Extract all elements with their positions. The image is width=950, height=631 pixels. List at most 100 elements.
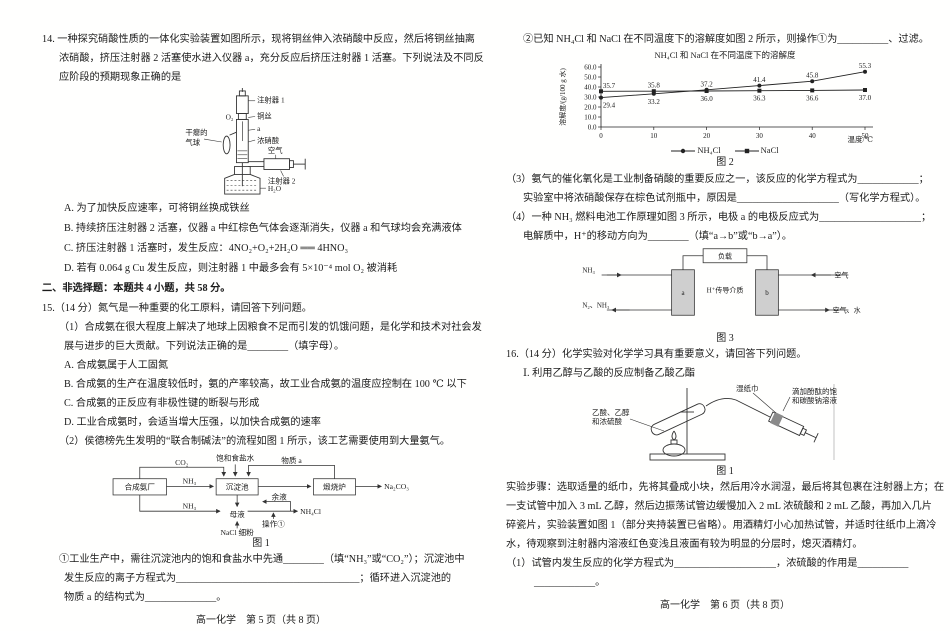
- label-balloon-1: 干瘪的: [185, 128, 207, 137]
- q14-apparatus-diagram: 注射器 1 O₂ 铜丝 a 浓硝酸 干瘪的 气球 空气 注射器 2 H₂O: [171, 88, 351, 198]
- cell-fuel-out: N₂、NH₃: [582, 301, 610, 309]
- q16-roman-1: Ⅰ. 利用乙醇与乙酸的反应制备乙酸乙酯: [523, 368, 696, 379]
- marker: [757, 88, 762, 93]
- flow-nacl-powder: NaCl 细粉: [221, 527, 255, 536]
- label-o2: O₂: [226, 112, 234, 121]
- marker: [704, 89, 709, 93]
- flow-mother-liquor: 母液: [230, 509, 246, 519]
- marker: [599, 89, 603, 94]
- marker: [863, 88, 867, 92]
- cell-electrode-b: b: [765, 289, 769, 297]
- q15-heading: 15.（14 分）氮气是一种重要的化工原料，请回答下列问题。: [42, 303, 312, 314]
- flow-brine: 饱和食盐水: [216, 453, 255, 463]
- x-tick-label: 30: [756, 132, 764, 140]
- question-15-4: （4）一种 NH₃ 燃料电池工作原理如图 3 所示，电极 a 的电极反应式为__…: [506, 208, 944, 246]
- ester-labels: 湿纸巾 滴加酚酞的饱 和碳酸钠溶液 乙酸、乙醇 和浓硫酸: [592, 384, 837, 426]
- sub1-line: 物质 a 的结构式为______________。: [64, 592, 227, 603]
- data-label: 55.3: [859, 62, 872, 70]
- page-5-footer: 高一化学 第 5 页（共 8 页）: [196, 615, 326, 626]
- q14-line: 14. 一种探究硝酸性质的一体化实验装置如图所示，现将铜丝伸入浓硝酸中反应，然后…: [42, 34, 475, 45]
- question-15-1: （1）合成氨在很大程度上解决了地球上因粮食不足而引发的饥饿问题，是化学和技术对社…: [42, 318, 482, 432]
- label-dropper-1: 滴加酚酞的饱: [792, 386, 837, 396]
- q15-option-a: A. 合成氨属于人工固氮: [64, 360, 169, 371]
- y-tick-label: 60.0: [584, 64, 597, 72]
- q15-option-d: D. 工业合成氨时，会适当增大压强，以加快合成氨的速率: [64, 417, 321, 428]
- data-label: 45.8: [806, 72, 819, 80]
- data-label: 36.3: [753, 95, 766, 103]
- data-label: 37.0: [859, 94, 872, 102]
- label-mixture-2: 和浓硫酸: [592, 416, 622, 426]
- legend-label: NH₄Cl: [697, 145, 721, 155]
- x-tick-label: 20: [703, 132, 711, 140]
- q16-1-line: （1）试管内发生反应的化学方程式为____________________，浓硫…: [506, 558, 909, 569]
- q14-line: 应阶段的预期现象正确的是: [59, 72, 182, 83]
- q3-line: （3）氨气的催化氧化是工业制备硝酸的重要反应之一，该反应的化学方程式为_____…: [506, 174, 929, 185]
- sub1-line: 发生反应的离子方程式为_____________________________…: [64, 573, 452, 584]
- label-copper-wire: 铜丝: [257, 111, 272, 120]
- y-tick-label: 40.0: [584, 84, 597, 92]
- marker: [757, 83, 762, 88]
- q15-2-line: （2）侯德榜先生发明的“联合制碱法”的流程如图 1 所示，该工艺需要使用到大量氨…: [59, 436, 451, 447]
- flow-nh3-bottom: NH₃: [183, 501, 197, 510]
- x-tick-label: 40: [809, 132, 817, 140]
- cell-electrode-a: a: [681, 289, 685, 297]
- q3-line: 实验室中将浓硝酸保存在棕色试剂瓶中，原因是___________________…: [523, 193, 926, 204]
- soda-process-flowchart: 合成氨厂 沉淀池 煅烧炉 CO₂ NH₃ 饱和食盐水 物质 a Na₂CO₃ N…: [91, 452, 431, 536]
- x-tick-label: 0: [599, 132, 603, 140]
- chart-caption: 图 2: [716, 157, 734, 168]
- label-syringe2: 注射器 2: [268, 176, 296, 185]
- sub2-line: ②已知 NH₄Cl 和 NaCl 在不同温度下的溶解度如图 2 所示，则操作①为…: [523, 34, 929, 45]
- flow-nh4cl: NH₄Cl: [300, 507, 321, 516]
- page-5: 14. 一种探究硝酸性质的一体化实验装置如图所示，现将铜丝伸入浓硝酸中反应，然后…: [42, 30, 484, 630]
- flow-residue: 余液: [272, 491, 288, 501]
- marker: [599, 95, 603, 100]
- q15-option-b: B. 合成氨的生产在温度较低时，氨的产率较高，故工业合成氨的温度应控制在 100…: [64, 379, 467, 390]
- legend-item: NH₄Cl: [671, 141, 721, 160]
- data-label: 35.8: [648, 82, 661, 90]
- q16-heading: 16.（14 分）化学实验对化学学习具有重要意义，请回答下列问题。: [506, 349, 807, 360]
- question-16-1: （1）试管内发生反应的化学方程式为____________________，浓硫…: [506, 554, 944, 592]
- question-15-3: （3）氨气的催化氧化是工业制备硝酸的重要反应之一，该反应的化学方程式为_____…: [506, 170, 944, 208]
- label-wet-paper: 湿纸巾: [736, 384, 759, 393]
- label-dropper-2: 和碳酸钠溶液: [792, 395, 837, 405]
- y-axis-label: 溶解度/(g/100 g 水): [558, 68, 567, 126]
- data-label: 33.2: [648, 98, 661, 106]
- legend-marker-icon: [671, 148, 696, 153]
- flow-matter-a: 物质 a: [281, 455, 302, 465]
- cell-air-in: 空气: [834, 271, 848, 280]
- q4-line: （4）一种 NH₃ 燃料电池工作原理如图 3 所示，电极 a 的电极反应式为__…: [506, 212, 932, 223]
- steps-line: 一支试管中加入 3 mL 乙醇，然后边振荡试管边缓慢加入 2 mL 浓硫酸和 2…: [506, 501, 932, 512]
- series-line-NH₄Cl: [600, 71, 866, 99]
- fuel-cell-diagram: 负载 NH₃ N₂、NH₃ 空气 空气、水 a b H⁺传导介质: [560, 247, 890, 331]
- label-syringe1: 注射器 1: [257, 96, 285, 105]
- x-tick-label: 50: [862, 132, 870, 140]
- flow-co2: CO₂: [175, 458, 189, 467]
- label-balloon-2: 气球: [185, 138, 200, 147]
- fuel-cell-caption: 图 3: [716, 333, 734, 344]
- label-a: a: [257, 124, 261, 133]
- question-15-2-sub1: ①工业生产中，需往沉淀池内的饱和食盐水中先通________（填“NH₃”或“C…: [42, 550, 480, 607]
- ester-shapes: [629, 384, 835, 461]
- steps-line: 碎瓷片，实验装置如图 1（部分夹持装置已省略）。用酒精灯小心加热试管，并适时往纸…: [506, 520, 937, 531]
- ester-apparatus-drawing: 湿纸巾 滴加酚酞的饱 和碳酸钠溶液 乙酸、乙醇 和浓硫酸: [592, 384, 837, 461]
- cell-labels: 负载 NH₃ N₂、NH₃ 空气 空气、水 a b H⁺传导介质: [582, 251, 860, 314]
- q14-option-a: A. 为了加快反应速率，可将铜丝换成铁丝: [64, 203, 250, 214]
- cell-fuel-in: NH₃: [582, 266, 595, 274]
- flow-plant: 合成氨厂: [125, 482, 156, 492]
- label-water: H₂O: [268, 184, 282, 193]
- y-tick-label: 20.0: [584, 104, 597, 112]
- data-label: 35.7: [603, 82, 616, 90]
- series-line-NaCl: [600, 89, 866, 92]
- y-tick-label: 50.0: [584, 74, 597, 82]
- chart-title: NH₄Cl 和 NaCl 在不同温度下的溶解度: [654, 50, 796, 60]
- page-6-footer: 高一化学 第 6 页（共 8 页）: [660, 600, 790, 611]
- question-14: 14. 一种探究硝酸性质的一体化实验装置如图所示，现将铜丝伸入浓硝酸中反应，然后…: [42, 30, 484, 87]
- q15-option-c: C. 合成氨的正反应有非极性键的断裂与形成: [64, 398, 260, 409]
- q14-line: 浓硝酸，挤压注射器 2 活塞使水进入仪器 a，充分反应后挤压注射器 1 活塞。下…: [59, 53, 484, 64]
- y-tick-label: 0.0: [588, 124, 597, 132]
- flowchart-drawing: 合成氨厂 沉淀池 煅烧炉 CO₂ NH₃ 饱和食盐水 物质 a Na₂CO₃ N…: [112, 453, 409, 536]
- legend-item: NaCl: [734, 141, 779, 160]
- marker: [863, 69, 867, 74]
- flow-pool: 沉淀池: [226, 482, 249, 492]
